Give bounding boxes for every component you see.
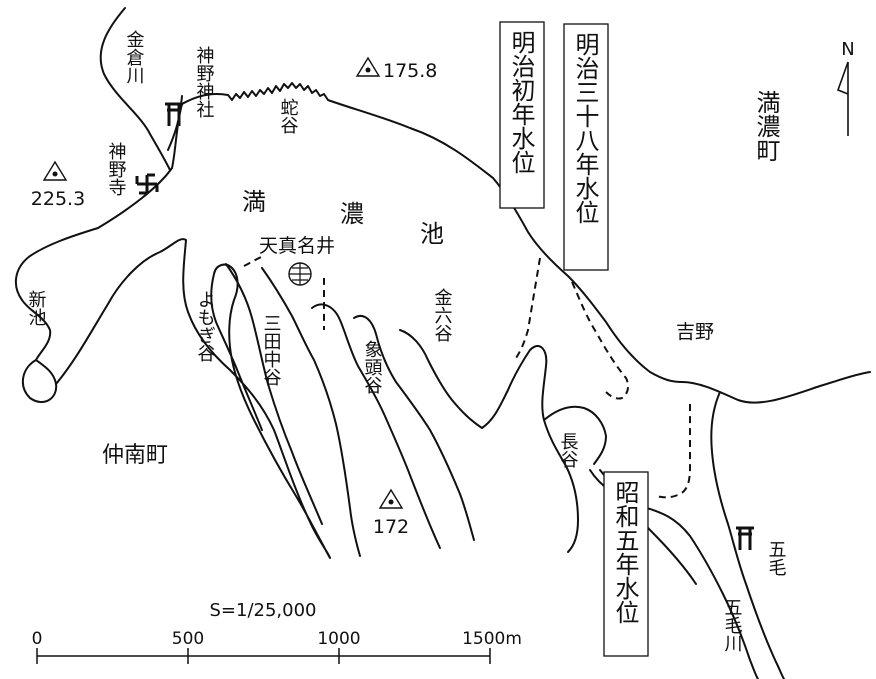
meiji-early-water-level-box bbox=[499, 21, 545, 209]
north-label: N bbox=[841, 39, 854, 60]
kano-shrine-label: 神野神社 bbox=[194, 46, 215, 118]
mitanaka-ridge bbox=[261, 267, 361, 557]
meiji-38-water-level-box bbox=[563, 23, 609, 271]
gomo-place-label: 五毛 bbox=[766, 540, 787, 576]
meiji-38-dashed-line bbox=[571, 281, 630, 400]
shin-ike-label: 新池 bbox=[26, 290, 47, 326]
well-icon bbox=[288, 262, 312, 286]
gomo-river-east bbox=[710, 391, 785, 679]
mannou-town-label: 満濃町 bbox=[752, 90, 780, 162]
naga-valley-shore bbox=[543, 405, 607, 465]
triangulation-point-icon bbox=[378, 488, 404, 509]
elevation-172: 172 bbox=[373, 516, 409, 538]
yoshino-label: 吉野 bbox=[676, 321, 714, 343]
meiji-38-water-level-label: 明治三十八年水位 bbox=[571, 32, 599, 224]
kanakura-river-label: 金倉川 bbox=[124, 30, 145, 84]
shin-ike-outline bbox=[21, 359, 58, 403]
meiji-early-water-level-label: 明治初年水位 bbox=[507, 30, 535, 174]
zozu-ridge bbox=[311, 303, 441, 549]
meiji-early-dashed-line bbox=[515, 257, 541, 359]
kinroku-ridge bbox=[399, 329, 483, 429]
scale-tick-0: 0 bbox=[32, 629, 43, 649]
pond-name-char-3: 池 bbox=[420, 220, 444, 248]
scale-bar bbox=[36, 648, 491, 664]
pond-shoreline-west bbox=[14, 167, 173, 361]
scale-title: S=1/25,000 bbox=[209, 600, 316, 621]
north-arrow-icon bbox=[836, 61, 849, 136]
scale-tick-1000: 1000 bbox=[317, 629, 360, 649]
tenma-well-label: 天真名井 bbox=[259, 235, 335, 257]
gomo-river-label: 五毛川 bbox=[722, 598, 743, 652]
elevation-225-3: 225.3 bbox=[31, 188, 85, 210]
east-ridge-fingers bbox=[481, 345, 579, 553]
pond-shoreline-north bbox=[171, 82, 683, 383]
showa-5-water-level-box bbox=[603, 471, 649, 657]
naga-valley-label: 長谷 bbox=[558, 432, 579, 468]
kanakura-river-line bbox=[99, 7, 171, 171]
yomogi-ridge bbox=[225, 263, 323, 525]
torii-shrine-icon bbox=[165, 102, 183, 126]
mitanaka-valley-label: 三田中谷 bbox=[261, 314, 282, 386]
pond-name-char-2: 濃 bbox=[340, 200, 364, 228]
showa-5-dashed-line bbox=[655, 403, 691, 499]
zozu-valley-label: 象頭谷 bbox=[362, 340, 383, 394]
triangulation-point-icon bbox=[42, 160, 68, 181]
kinroku-valley-label: 金六谷 bbox=[432, 288, 453, 342]
pond-name-char-1: 満 bbox=[242, 188, 266, 216]
scale-tick-1500m: 1500m bbox=[462, 629, 522, 649]
scale-tick-500: 500 bbox=[172, 629, 204, 649]
showa-5-water-level-label: 昭和五年水位 bbox=[611, 480, 639, 624]
yomogi-valley-label: よもぎ谷 bbox=[195, 290, 216, 362]
elevation-175-8: 175.8 bbox=[383, 60, 437, 82]
triangulation-point-icon bbox=[355, 56, 381, 77]
chunan-town-label: 仲南町 bbox=[102, 443, 168, 468]
hebi-valley-label: 蛇谷 bbox=[278, 98, 299, 134]
manji-temple-icon bbox=[135, 173, 159, 195]
torii-shrine-icon bbox=[736, 526, 754, 550]
southern-shore-ridges bbox=[55, 238, 331, 559]
zozu-ridge-east bbox=[353, 315, 475, 541]
kano-temple-label: 神野寺 bbox=[106, 142, 127, 196]
tenma-dashed-line bbox=[243, 255, 265, 267]
pond-shoreline-east bbox=[681, 371, 871, 404]
